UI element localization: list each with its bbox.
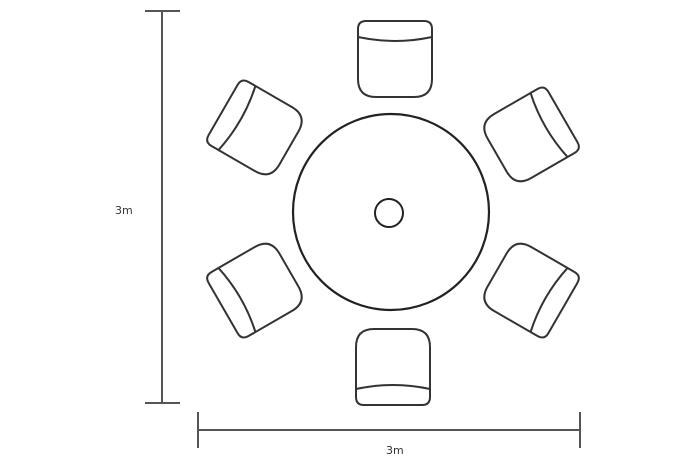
round-table bbox=[291, 112, 491, 312]
width-dimension-line bbox=[197, 412, 581, 448]
height-dimension-line bbox=[145, 10, 180, 404]
chair-top-left bbox=[203, 76, 309, 182]
width-label: 3m bbox=[386, 444, 404, 457]
chair-bottom bbox=[355, 328, 431, 406]
chair-bottom-right bbox=[477, 236, 583, 342]
chair-top bbox=[357, 20, 433, 98]
chair-top-right bbox=[477, 83, 583, 189]
chair-bottom-left bbox=[203, 236, 309, 342]
height-label: 3m bbox=[115, 204, 133, 217]
parasol-hole bbox=[374, 198, 404, 228]
